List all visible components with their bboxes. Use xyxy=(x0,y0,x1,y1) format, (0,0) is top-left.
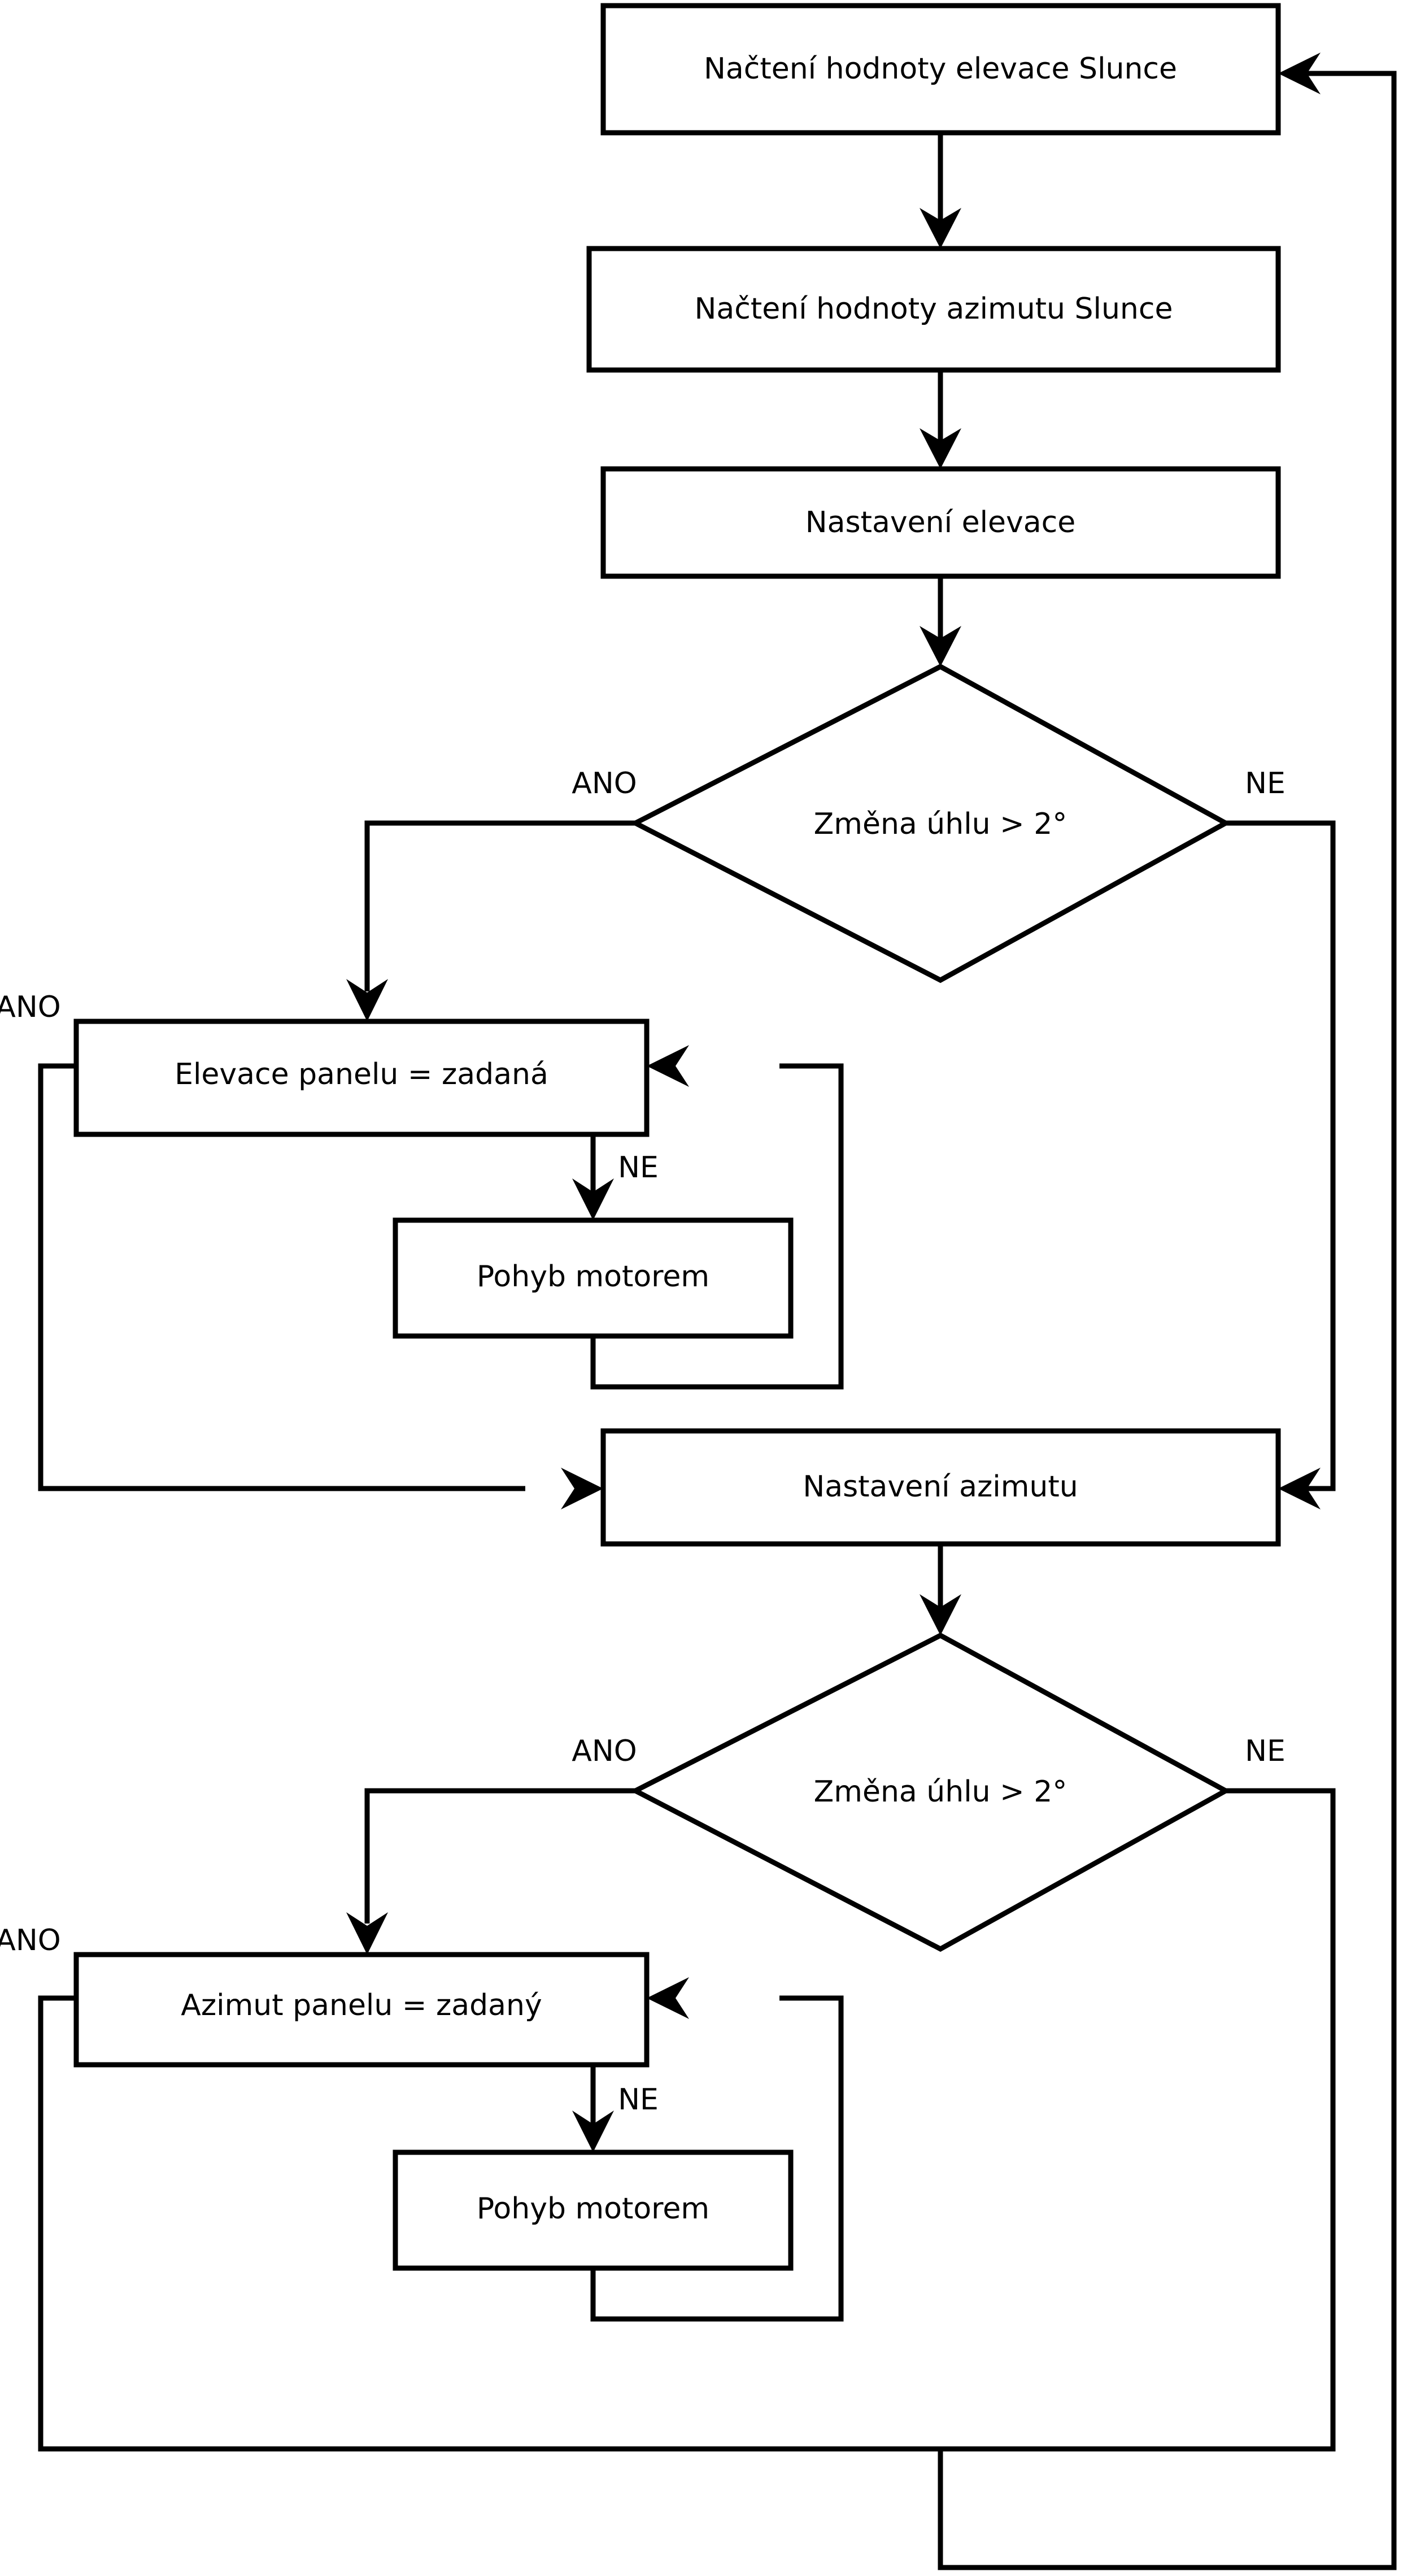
node-motor-move-elevation-shape xyxy=(393,1217,794,1339)
edge-motor-azim-loopback xyxy=(590,1995,844,2322)
edge-label-decide-elev-yes: ANO xyxy=(572,767,637,800)
node-set-azimuth-label: Nastavení azimutu xyxy=(803,1470,1078,1504)
arrowhead-azim-panel-eq xyxy=(346,1912,388,1955)
node-set-elevation[interactable]: Nastavení elevace xyxy=(600,466,1281,579)
node-decide-elevation-shape xyxy=(630,663,1231,984)
node-read-azimuth-shape xyxy=(586,246,1281,373)
node-read-azimuth-label: Načtení hodnoty azimutu Slunce xyxy=(695,292,1173,326)
edge-label-elev-panel-yes: ANO xyxy=(0,990,61,1024)
node-read-elevation[interactable]: Načtení hodnoty elevace Slunce xyxy=(600,3,1281,136)
node-azimuth-panel-equals-shape xyxy=(73,1952,650,2068)
edge-decide-elev-yes xyxy=(364,820,635,991)
node-elevation-panel-equals[interactable]: Elevace panelu = zadaná xyxy=(73,1019,650,1137)
node-motor-move-azimuth-label: Pohyb motorem xyxy=(477,2192,709,2226)
node-motor-move-elevation-label: Pohyb motorem xyxy=(477,1260,709,1294)
arrowhead-set-azim-right xyxy=(1278,1468,1321,1509)
node-motor-move-elevation[interactable]: Pohyb motorem xyxy=(393,1217,794,1339)
node-motor-move-azimuth-shape xyxy=(393,2149,794,2271)
arrowhead-set-azim-left xyxy=(561,1468,603,1509)
node-set-azimuth-shape xyxy=(600,1428,1281,1547)
edge-label-decide-azim-no: NE xyxy=(1245,1734,1286,1768)
node-read-elevation-label: Načtení hodnoty elevace Slunce xyxy=(704,52,1177,86)
arrowhead-read-azim xyxy=(920,208,961,249)
edge-decide-azim-no-return xyxy=(938,71,1397,2570)
arrowhead-elev-panel-eq-right xyxy=(647,1045,689,1087)
edge-label-decide-azim-yes: ANO xyxy=(572,1734,637,1768)
node-set-azimuth[interactable]: Nastavení azimutu xyxy=(600,1428,1281,1547)
node-decide-elevation[interactable]: Změna úhlu > 2° xyxy=(630,663,1231,984)
node-azimuth-panel-equals[interactable]: Azimut panelu = zadaný xyxy=(73,1952,650,2068)
arrowhead-azim-panel-eq-right xyxy=(647,1977,689,2019)
node-set-elevation-label: Nastavení elevace xyxy=(805,506,1075,539)
node-elevation-panel-equals-shape xyxy=(73,1019,650,1137)
node-set-elevation-shape xyxy=(600,466,1281,579)
edge-label-decide-elev-no: NE xyxy=(1245,767,1286,800)
edge-motor-elev-loopback xyxy=(590,1063,844,1390)
node-read-azimuth[interactable]: Načtení hodnoty azimutu Slunce xyxy=(586,246,1281,373)
edge-decide-azim-yes xyxy=(364,1788,635,1924)
arrowhead-elev-panel-eq xyxy=(346,979,388,1021)
node-decide-azimuth[interactable]: Změna úhlu > 2° xyxy=(630,1632,1231,1952)
arrowhead-motor-move-azim xyxy=(572,2111,614,2152)
arrowhead-decide-elev xyxy=(920,626,961,667)
arrowhead-motor-move-elev xyxy=(572,1178,614,1220)
node-azimuth-panel-equals-label: Azimut panelu = zadaný xyxy=(181,1988,542,2022)
arrowhead-read-elev-return xyxy=(1278,53,1321,94)
edge-azim-panel-yes xyxy=(38,1995,940,2452)
node-motor-move-azimuth[interactable]: Pohyb motorem xyxy=(393,2149,794,2271)
edge-decide-elev-no xyxy=(1226,820,1336,1491)
edge-label-elev-panel-no: NE xyxy=(618,1151,659,1185)
node-decide-elevation-label: Změna úhlu > 2° xyxy=(814,807,1068,841)
arrowhead-set-elev xyxy=(920,428,961,469)
node-decide-azimuth-label: Změna úhlu > 2° xyxy=(814,1775,1068,1809)
node-elevation-panel-equals-label: Elevace panelu = zadaná xyxy=(175,1058,548,1091)
edge-label-azim-panel-yes: ANO xyxy=(0,1924,61,1957)
edge-elev-panel-yes xyxy=(38,1063,525,1491)
node-decide-azimuth-shape xyxy=(630,1632,1231,1952)
arrowhead-decide-azim xyxy=(920,1594,961,1635)
edge-label-azim-panel-no: NE xyxy=(618,2083,659,2117)
node-read-elevation-shape xyxy=(600,3,1281,136)
